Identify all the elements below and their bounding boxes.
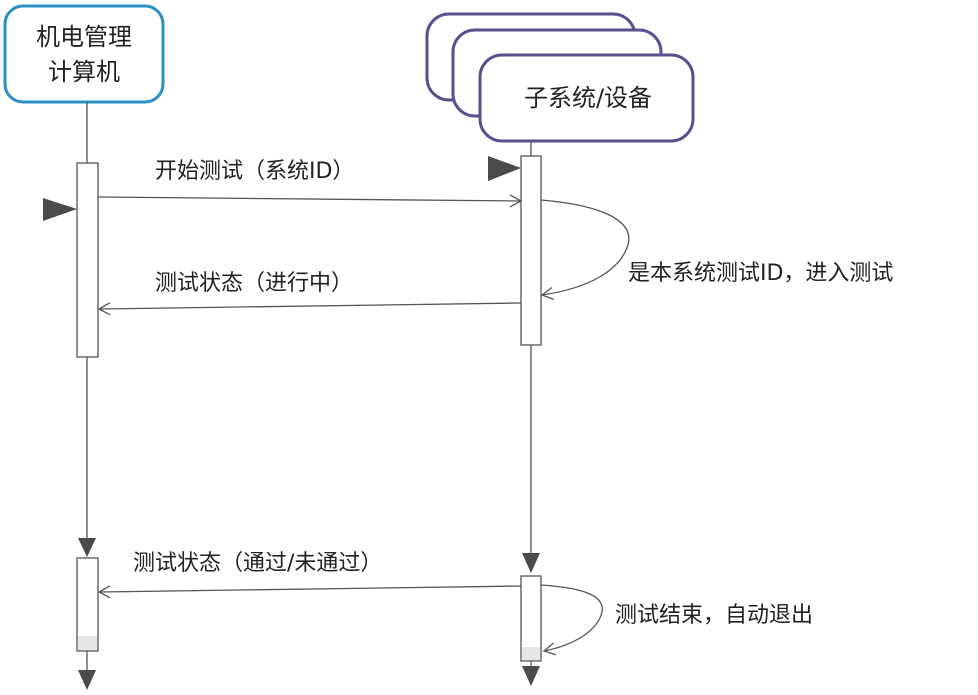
message-status-running-label: 测试状态（进行中） [155,271,353,296]
message-start-test: 开始测试（系统ID） [97,159,523,208]
activation-right-1 [520,155,542,346]
actor-subsystem-label: 子系统/设备 [524,84,652,112]
lifeline-right-arrowhead-2 [522,666,540,686]
actor-subsystem-box [478,53,695,143]
lifeline-right [522,141,540,686]
message-start-test-label: 开始测试（系统ID） [155,159,354,184]
lifeline-right-arrowhead-1 [522,553,540,573]
message-status-result-label: 测试状态（通过/未通过） [133,551,382,576]
actor-mech-computer-box [3,4,165,104]
lifeline-left [78,102,96,690]
actor-mech-computer: 机电管理 计算机 [3,4,165,104]
activation-left-2 [76,557,99,652]
self-call-auto-exit: 测试结束，自动退出 [540,584,813,656]
self-call-auto-exit-label: 测试结束，自动退出 [615,603,813,628]
start-marker-right [488,156,521,181]
message-status-result: 测试状态（通过/未通过） [97,551,522,599]
self-call-enter-test-label: 是本系统测试ID，进入测试 [628,261,893,286]
activation-right-2 [520,575,542,662]
actor-mech-computer-label-line1: 机电管理 [36,23,132,51]
activation-left-1 [76,162,99,358]
lifeline-left-arrowhead-2 [78,670,96,690]
self-call-enter-test: 是本系统测试ID，进入测试 [540,199,893,300]
message-status-running: 测试状态（进行中） [97,271,522,316]
actor-subsystem: 子系统/设备 [425,12,695,143]
lifeline-left-arrowhead-1 [78,538,96,557]
start-marker-left [43,198,77,221]
actor-mech-computer-label-line2: 计算机 [48,58,120,86]
